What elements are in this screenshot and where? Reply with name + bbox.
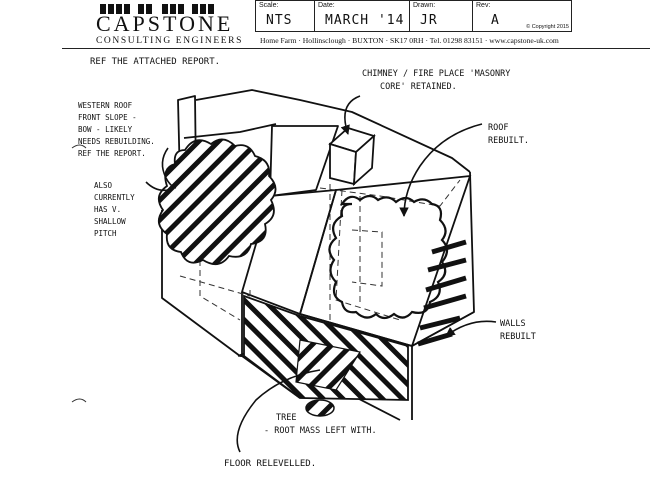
also-note-line: HAS V. xyxy=(94,205,122,214)
chimney-note-line: CORE' RETAINED. xyxy=(380,82,457,92)
also-note-line: PITCH xyxy=(94,229,117,238)
binder-hole-top xyxy=(71,144,87,149)
floor-hatch xyxy=(295,339,361,391)
walls-note-line: REBUILT xyxy=(500,332,536,342)
western-note-line: REF THE REPORT. xyxy=(78,149,146,158)
rev-field: Rev: A © Copyright 2015 xyxy=(472,0,572,32)
title-block: CAPSTONE CONSULTING ENGINEERS Scale: NTS… xyxy=(0,0,650,60)
drawn-value: JR xyxy=(420,13,438,28)
copyright-text: © Copyright 2015 xyxy=(526,24,569,30)
chimney-note-line: CHIMNEY / FIRE PLACE 'MASONRY xyxy=(362,69,511,79)
rev-value: A xyxy=(491,13,500,28)
report-reference-note: REF THE ATTACHED REPORT. xyxy=(90,57,221,67)
western-note-line: NEEDS REBUILDING. xyxy=(78,137,155,146)
western-note-line: FRONT SLOPE - xyxy=(78,113,137,122)
rev-label: Rev: xyxy=(476,2,491,9)
roof-rebuilt-note: ROOF REBUILT. xyxy=(488,122,529,148)
scale-label: Scale: xyxy=(259,2,279,9)
roof-note-line: REBUILT. xyxy=(488,136,529,146)
date-label: Date: xyxy=(318,2,335,9)
walls-rebuilt-note: WALLS REBUILT xyxy=(500,318,536,344)
company-tagline: CONSULTING ENGINEERS xyxy=(96,36,243,46)
walls-note-line: WALLS xyxy=(500,319,526,329)
also-pitch-note: ALSO CURRENTLY HAS V. SHALLOW PITCH xyxy=(94,180,135,240)
tree-note: TREE - ROOT MASS LEFT WITH. xyxy=(264,412,377,438)
western-note-line: WESTERN ROOF xyxy=(78,101,133,110)
company-name: CAPSTONE xyxy=(96,11,234,36)
western-roof-note: WESTERN ROOF FRONT SLOPE - BOW - LIKELY … xyxy=(78,100,155,160)
tree-note-line: TREE xyxy=(276,413,297,423)
roof-gable-right xyxy=(298,174,472,348)
date-value: MARCH '14 xyxy=(325,13,405,28)
tree-note-line: - ROOT MASS LEFT WITH. xyxy=(264,426,377,436)
scale-value: NTS xyxy=(266,13,293,28)
western-roof-slope-hatch xyxy=(157,138,277,266)
roof-note-line: ROOF xyxy=(488,123,509,133)
binder-hole-bottom xyxy=(71,398,87,403)
company-address: Home Farm · Hollinsclough · BUXTON · SK1… xyxy=(260,36,559,45)
roof-rebuilt-cloud xyxy=(328,194,449,320)
also-note-line: ALSO xyxy=(94,181,113,190)
leader-lines xyxy=(145,95,497,453)
company-logo-icon xyxy=(100,4,214,14)
header-divider xyxy=(62,48,650,49)
chimney-stack xyxy=(328,126,376,187)
also-note-line: SHALLOW xyxy=(94,217,126,226)
western-note-line: BOW - LIKELY xyxy=(78,125,133,134)
drawn-label: Drawn: xyxy=(413,2,436,9)
floor-note: FLOOR RELEVELLED. xyxy=(224,459,317,469)
chimney-note: CHIMNEY / FIRE PLACE 'MASONRY CORE' RETA… xyxy=(362,68,510,94)
also-note-line: CURRENTLY xyxy=(94,193,135,202)
tree-root-mass xyxy=(305,399,335,417)
